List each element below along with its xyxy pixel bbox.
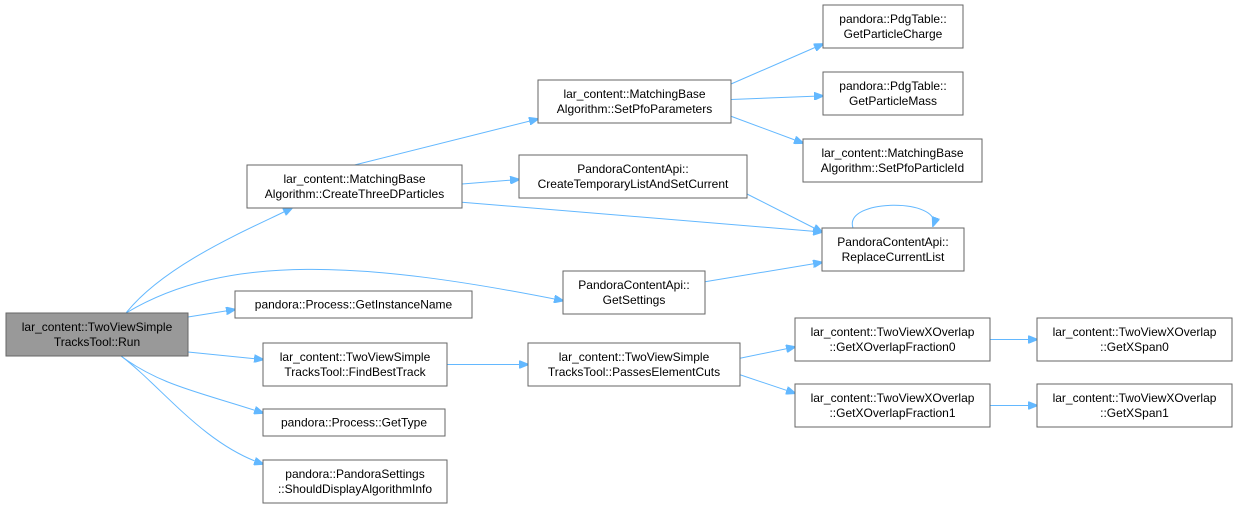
node-box <box>821 227 965 272</box>
node-label-line: lar_content::MatchingBase <box>283 172 425 186</box>
node-label-line: GetSettings <box>603 293 666 307</box>
node-box <box>262 408 446 437</box>
node-shouldDisplay[interactable]: pandora::PandoraSettings::ShouldDisplayA… <box>262 459 448 504</box>
node-getSettings[interactable]: PandoraContentApi::GetSettings <box>562 270 706 315</box>
edge-setPfoParams-to-getMass <box>730 96 823 100</box>
node-label-line: pandora::PdgTable:: <box>839 12 946 26</box>
node-label-line: ::GetXSpan1 <box>1100 406 1169 420</box>
edge-createThreeD-to-setPfoParams <box>354 119 539 166</box>
node-overlap1[interactable]: lar_content::TwoViewXOverlap::GetXOverla… <box>794 383 991 428</box>
node-label-line: lar_content::TwoViewXOverlap <box>1053 325 1217 339</box>
node-findBestTrack[interactable]: lar_content::TwoViewSimpleTracksTool::Fi… <box>262 342 448 387</box>
edge-run-to-shouldDisplay <box>120 355 263 464</box>
node-label-line: ::GetXSpan0 <box>1100 340 1169 354</box>
node-label-line: pandora::PandoraSettings <box>285 467 424 481</box>
node-createTemp[interactable]: PandoraContentApi::CreateTemporaryListAn… <box>518 154 748 199</box>
node-label-line: ::GetXOverlapFraction0 <box>829 340 955 354</box>
edge-replaceCurrent-to-replaceCurrent <box>852 204 933 228</box>
node-box <box>5 312 189 357</box>
edge-passesCuts-to-overlap0 <box>739 347 795 359</box>
node-setPfoId[interactable]: lar_content::MatchingBaseAlgorithm::SetP… <box>802 138 983 183</box>
node-overlap0[interactable]: lar_content::TwoViewXOverlap::GetXOverla… <box>794 317 991 362</box>
edge-run-to-getType <box>120 355 263 413</box>
edge-createTemp-to-replaceCurrent <box>746 193 822 232</box>
node-box <box>537 79 732 124</box>
edge-setPfoParams-to-setPfoId <box>730 115 803 143</box>
node-label-line: pandora::Process::GetType <box>281 416 427 430</box>
node-label-line: CreateTemporaryListAndSetCurrent <box>538 177 729 191</box>
node-label-line: Algorithm::CreateThreeDParticles <box>265 187 444 201</box>
node-getCharge[interactable]: pandora::PdgTable::GetParticleCharge <box>822 4 964 49</box>
node-label-line: Algorithm::SetPfoParticleId <box>821 161 964 175</box>
edge-run-to-getSettings <box>125 268 563 314</box>
node-label-line: lar_content::TwoViewSimple <box>559 350 710 364</box>
node-box <box>822 4 964 49</box>
edge-run-to-findBestTrack <box>187 351 263 360</box>
node-getMass[interactable]: pandora::PdgTable::GetParticleMass <box>822 71 964 116</box>
node-label-line: lar_content::MatchingBase <box>821 146 963 160</box>
node-label-line: PandoraContentApi:: <box>577 162 688 176</box>
edges-layer <box>120 44 1037 464</box>
node-run[interactable]: lar_content::TwoViewSimpleTracksTool::Ru… <box>5 312 189 357</box>
node-label-line: ::GetXOverlapFraction1 <box>829 406 955 420</box>
node-getInstanceName[interactable]: pandora::Process::GetInstanceName <box>234 290 473 319</box>
node-label-line: pandora::Process::GetInstanceName <box>255 298 453 312</box>
node-label-line: PandoraContentApi:: <box>578 278 689 292</box>
node-label-line: lar_content::TwoViewSimple <box>22 320 173 334</box>
node-label-line: TracksTool::Run <box>54 335 140 349</box>
node-label-line: PandoraContentApi:: <box>837 235 948 249</box>
node-label-line: lar_content::TwoViewSimple <box>280 350 431 364</box>
node-label-line: lar_content::TwoViewXOverlap <box>1053 391 1217 405</box>
edge-createThreeD-to-createTemp <box>461 180 519 185</box>
node-label-line: ::ShouldDisplayAlgorithmInfo <box>278 482 432 496</box>
node-createThreeD[interactable]: lar_content::MatchingBaseAlgorithm::Crea… <box>246 164 463 209</box>
node-box <box>262 342 448 387</box>
node-box <box>562 270 706 315</box>
node-box <box>794 383 991 428</box>
node-box <box>802 138 983 183</box>
node-label-line: lar_content::TwoViewXOverlap <box>811 325 975 339</box>
node-label-line: TracksTool::FindBestTrack <box>284 365 426 379</box>
edge-createThreeD-to-replaceCurrent <box>461 201 822 232</box>
node-passesCuts[interactable]: lar_content::TwoViewSimpleTracksTool::Pa… <box>527 342 741 387</box>
node-box <box>262 459 448 504</box>
node-getType[interactable]: pandora::Process::GetType <box>262 408 446 437</box>
node-span0[interactable]: lar_content::TwoViewXOverlap::GetXSpan0 <box>1036 317 1233 362</box>
node-box <box>527 342 741 387</box>
node-label-line: TracksTool::PassesElementCuts <box>548 365 720 379</box>
nodes-layer: lar_content::TwoViewSimpleTracksTool::Ru… <box>5 4 1233 504</box>
node-box <box>794 317 991 362</box>
node-label-line: lar_content::TwoViewXOverlap <box>811 391 975 405</box>
node-label-line: GetParticleMass <box>849 94 937 108</box>
node-span1[interactable]: lar_content::TwoViewXOverlap::GetXSpan1 <box>1036 383 1233 428</box>
edge-run-to-getInstanceName <box>187 310 235 318</box>
edge-passesCuts-to-overlap1 <box>739 374 795 393</box>
edge-setPfoParams-to-getCharge <box>730 44 823 85</box>
node-box <box>246 164 463 209</box>
node-setPfoParams[interactable]: lar_content::MatchingBaseAlgorithm::SetP… <box>537 79 732 124</box>
node-box <box>518 154 748 199</box>
node-label-line: lar_content::MatchingBase <box>563 87 705 101</box>
node-label-line: pandora::PdgTable:: <box>839 79 946 93</box>
node-box <box>234 290 473 319</box>
node-box <box>1036 317 1233 362</box>
edge-run-to-createThreeD <box>125 208 292 314</box>
node-box <box>1036 383 1233 428</box>
node-box <box>822 71 964 116</box>
node-replaceCurrent[interactable]: PandoraContentApi::ReplaceCurrentList <box>821 227 965 272</box>
node-label-line: GetParticleCharge <box>844 27 943 41</box>
node-label-line: Algorithm::SetPfoParameters <box>557 102 712 116</box>
node-label-line: ReplaceCurrentList <box>842 250 945 264</box>
edge-getSettings-to-replaceCurrent <box>704 262 822 283</box>
